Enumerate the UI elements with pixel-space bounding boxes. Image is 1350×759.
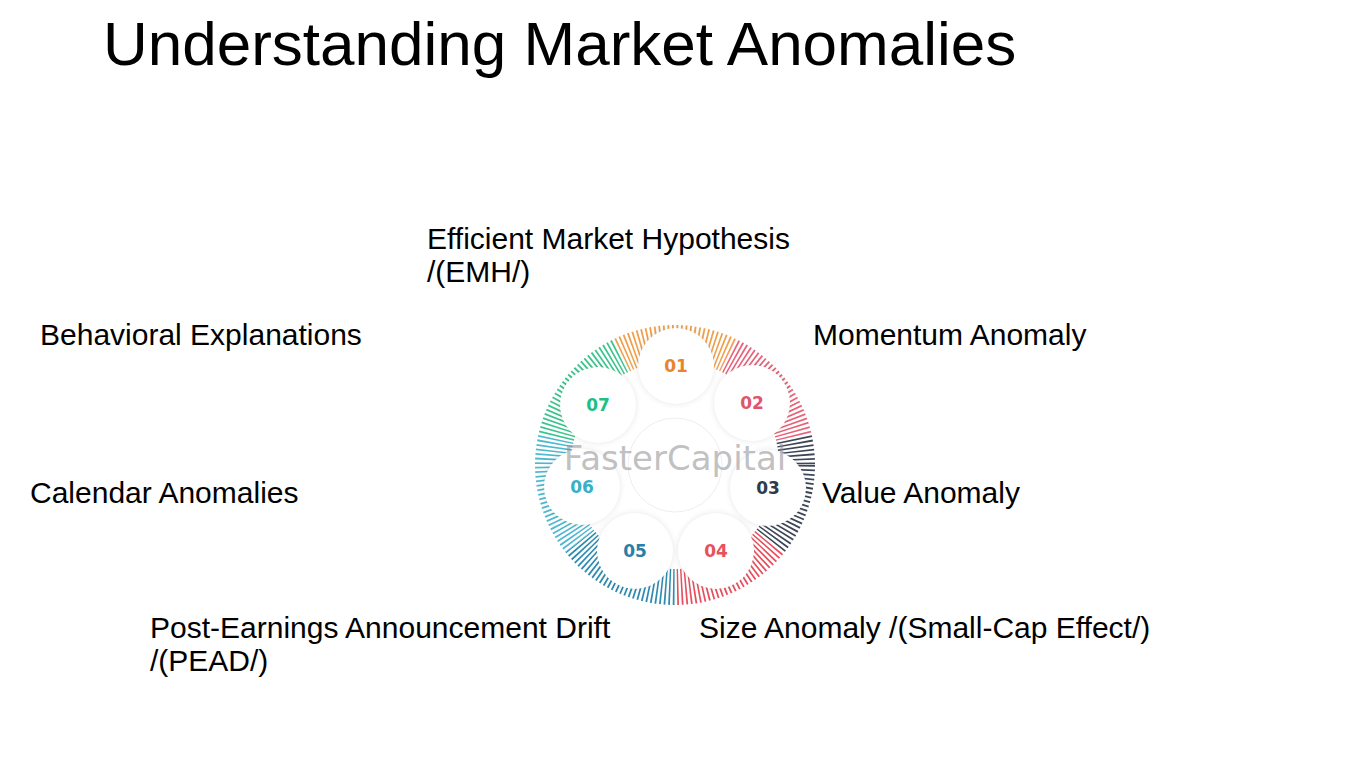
number-circle: 04 [678, 513, 754, 589]
anomaly-label: Momentum Anomaly [813, 318, 1086, 351]
number-circle: 05 [597, 513, 673, 589]
anomaly-label: Value Anomaly [822, 476, 1020, 509]
anomaly-label: Post-Earnings Announcement Drift /(PEAD/… [150, 611, 620, 677]
diagram-title: Understanding Market Anomalies [103, 8, 1016, 80]
number-circle: 02 [714, 365, 790, 441]
number-circle: 07 [560, 367, 636, 443]
callout-number: 01 [664, 356, 688, 376]
hatched-ring [525, 315, 825, 615]
callout-number: 07 [586, 395, 610, 415]
callout-number: 05 [623, 541, 647, 561]
callout-number: 02 [740, 393, 764, 413]
anomaly-label: Size Anomaly /(Small-Cap Effect/) [699, 611, 1150, 644]
anomaly-label: Efficient Market Hypothesis /(EMH/) [427, 222, 867, 288]
callout-number: 04 [704, 541, 728, 561]
anomaly-label: Behavioral Explanations [40, 318, 362, 351]
callout-number: 03 [756, 478, 780, 498]
callout-number: 06 [570, 477, 594, 497]
number-circle: 01 [638, 328, 714, 404]
watermark: FasterCapital [564, 439, 786, 477]
anomaly-label: Calendar Anomalies [30, 476, 299, 509]
